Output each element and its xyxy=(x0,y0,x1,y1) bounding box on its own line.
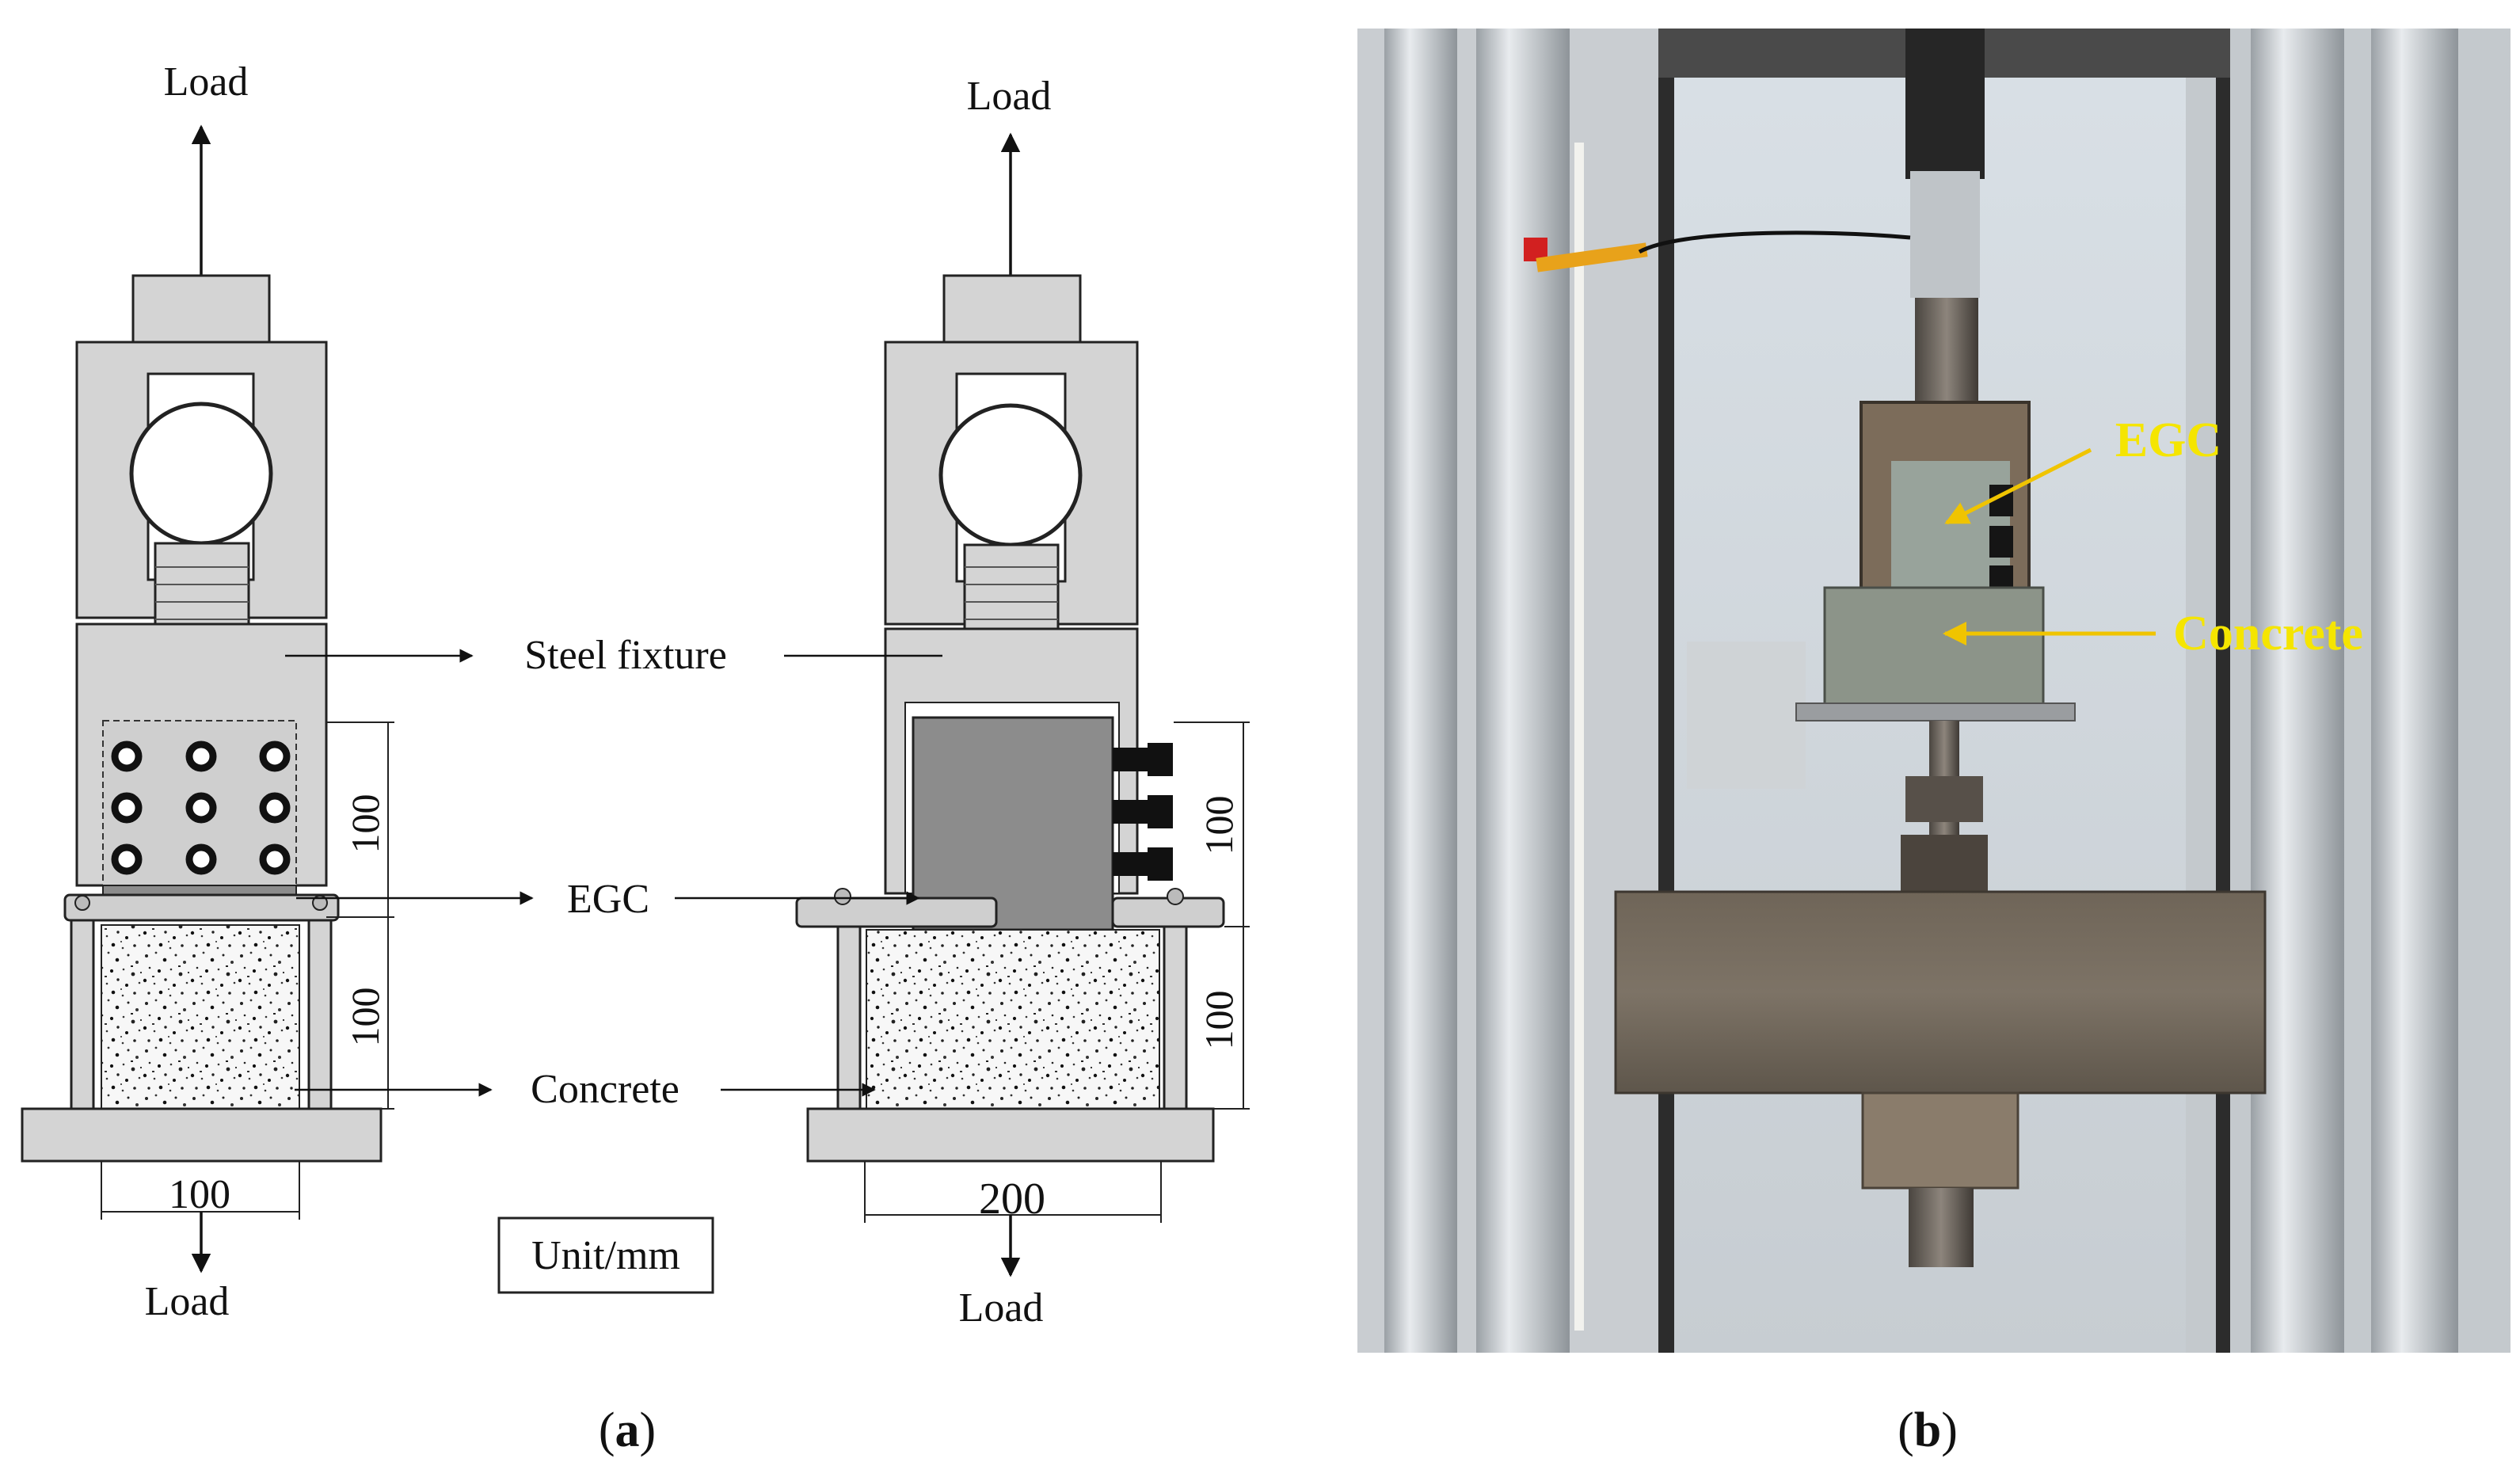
loading-pin xyxy=(129,402,273,546)
panel-a-left-specimen: Load xyxy=(21,59,394,1324)
concrete-label: Concrete xyxy=(531,1067,679,1112)
photo-concrete-label: Concrete xyxy=(2173,607,2363,661)
load-cell-cable xyxy=(1638,230,1911,254)
steel-fixture-label: Steel fixture xyxy=(524,633,727,678)
unit-box xyxy=(497,1216,714,1294)
top-cap-block xyxy=(131,274,271,345)
dimension-bottom: 200 xyxy=(864,1161,1162,1224)
egc-arrow xyxy=(1944,447,2092,525)
right-dim-upper: 100 xyxy=(1197,796,1241,855)
upper-grip-shaft xyxy=(1915,298,1978,401)
lower-actuator-housing xyxy=(1861,1091,2019,1190)
lower-grip xyxy=(1901,835,1988,897)
right-top-load-label: Load xyxy=(967,74,1052,119)
lower-crosshead xyxy=(1614,890,2267,1095)
egc-label: EGC xyxy=(567,877,649,922)
column-left-outer xyxy=(1384,29,1457,1353)
actuator-rod xyxy=(1905,29,1985,179)
panel-a-labels: Steel fixture EGC Concrete Unit/mm xyxy=(285,633,942,1294)
frame-post-left xyxy=(1658,29,1674,1353)
concrete-block-photo xyxy=(1823,586,2045,706)
base-plate xyxy=(21,1107,383,1163)
base-plate xyxy=(806,1107,1215,1163)
right-dim-width: 200 xyxy=(979,1175,1045,1224)
dimension-bottom: 100 xyxy=(101,1161,300,1220)
mid-plate xyxy=(63,893,340,922)
left-top-load-label: Load xyxy=(164,59,249,105)
concrete-block xyxy=(866,929,1160,1110)
panel-a-right-specimen: Load xyxy=(795,74,1250,1331)
unit-label: Unit/mm xyxy=(531,1233,680,1278)
column-right-outer xyxy=(2371,29,2458,1353)
panel-b-photo: EGC Concrete xyxy=(1357,29,2510,1353)
dimension-right: 100 100 xyxy=(1174,721,1250,1110)
caption-b: (b) xyxy=(1898,1403,1958,1457)
column-right-inner xyxy=(2251,29,2344,1353)
frame-post-right xyxy=(2216,29,2230,1353)
loading-pin xyxy=(938,403,1083,547)
left-dim-lower: 100 xyxy=(343,988,387,1047)
measuring-tape xyxy=(1574,143,1584,1331)
top-cap-block xyxy=(942,274,1082,345)
right-bottom-load-label: Load xyxy=(959,1285,1044,1331)
mid-plate-left xyxy=(795,897,998,928)
side-bolts xyxy=(1113,743,1173,881)
left-dim-upper: 100 xyxy=(343,794,387,854)
mid-plate-right xyxy=(1111,897,1225,928)
right-dim-lower: 100 xyxy=(1197,991,1241,1050)
paper-notice xyxy=(1687,642,1806,789)
photo-egc-label: EGC xyxy=(2115,413,2221,467)
mid-plate-photo xyxy=(1795,702,2076,721)
egc-block xyxy=(912,716,1114,931)
caption-a: (a) xyxy=(599,1403,656,1457)
load-cell xyxy=(1910,171,1980,298)
column-left-inner xyxy=(1476,29,1570,1353)
bolt-grid xyxy=(111,741,291,875)
lower-actuator-rod xyxy=(1909,1188,1974,1267)
left-dim-width: 100 xyxy=(169,1172,230,1217)
concrete-block xyxy=(101,924,300,1110)
dimension-right: 100 100 xyxy=(326,721,394,1110)
left-bottom-load-label: Load xyxy=(145,1279,230,1324)
